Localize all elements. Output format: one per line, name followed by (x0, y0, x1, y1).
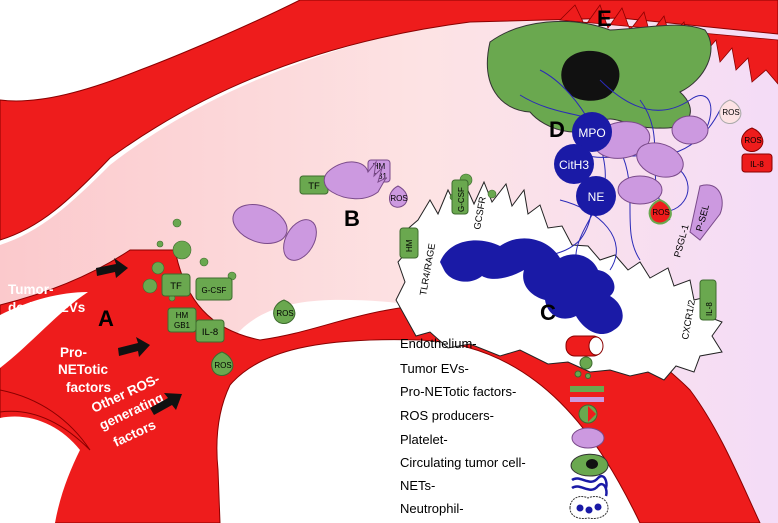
ros-label-2: ROS (276, 309, 293, 318)
hmgb1-factor (167, 307, 197, 333)
legend-platelet-label: Platelet- (400, 432, 448, 447)
pro-netotic-icon (570, 386, 604, 402)
net-proteins: MPO CitH3 NE (554, 112, 616, 216)
vessel-branch-gap-2 (0, 416, 80, 523)
input-arrows (96, 258, 182, 415)
gcsf-receptor-ligand: G-CSF (457, 187, 466, 212)
legend-ros-producers-label: ROS producers- (400, 408, 494, 423)
hmgb1-platelet-top: HM (373, 162, 386, 171)
ros-label-5: ROS (722, 108, 739, 117)
ros-drop-4 (648, 198, 672, 225)
section-letters: A B C D E (98, 6, 612, 331)
arrow-tumor-evs (96, 258, 128, 278)
gcsf-bound (451, 179, 469, 215)
ne-circle (576, 176, 616, 216)
gcsf-factor (195, 277, 233, 301)
legend-tumor-cell-label: Circulating tumor cell- (400, 455, 526, 470)
arrow-ros (150, 393, 182, 415)
pro-netotic-label-2: NETotic (58, 362, 108, 377)
endothelium-icon (565, 335, 604, 357)
tf-label: TF (170, 281, 182, 292)
platelet-2 (283, 219, 317, 261)
legend-endothelium-label: Endothelium- (400, 336, 477, 351)
pro-netotic-factors: TF G-CSF HM GB1 IL-8 TF HM GB1 (161, 159, 391, 343)
platelets (232, 160, 388, 261)
psgl1-receptor (689, 184, 723, 241)
letter-d: D (549, 117, 565, 142)
ros-label-1: ROS (214, 361, 231, 370)
tumor-cell-nucleus (561, 50, 620, 101)
hmgb1-bound (399, 227, 419, 259)
il8-factor (195, 319, 225, 343)
ros-label-6: ROS (744, 136, 761, 145)
platelet-activated (323, 160, 388, 200)
nets-icon (571, 474, 608, 497)
tumor-evs-icon (574, 356, 593, 379)
arrow-pro-netotic (118, 337, 150, 357)
legend-tumor-evs-label: Tumor EVs- (400, 361, 469, 376)
legend-nets-label: NETs- (400, 478, 435, 493)
gcsf-label: G-CSF (202, 286, 227, 295)
vessel-wall-upper (0, 0, 778, 241)
letter-c: C (540, 300, 556, 325)
tf-factor (161, 273, 191, 297)
ne-label: NE (588, 190, 605, 204)
legend-neutrophil-label: Neutrophil- (400, 501, 464, 516)
ros-label-3: ROS (390, 194, 407, 203)
tumor-evs-label-1: Tumor- (8, 282, 54, 297)
letter-a: A (98, 306, 114, 331)
vessel-branch-gap (0, 292, 88, 368)
cith3-label: CitH3 (559, 158, 589, 172)
platelet-1 (232, 204, 288, 244)
tf-platelet-label: TF (308, 181, 320, 192)
ros-producer-icon (578, 404, 598, 424)
circulating-tumor-cell (486, 20, 712, 133)
il8-endothelial-label: IL-8 (750, 160, 764, 169)
neutrophil-nucleus (440, 238, 623, 335)
hmgb1-label-top: HM (176, 311, 189, 320)
mpo-circle (572, 112, 612, 152)
legend: Endothelium- Tumor EVs- Pro-NETotic fact… (400, 335, 609, 519)
il8-receptor-ligand (699, 279, 717, 321)
hmgb1-receptor-top: HM (405, 239, 414, 252)
ros-label-4: ROS (652, 208, 669, 217)
pro-netotic-label-1: Pro- (60, 345, 87, 360)
ros-drop-1 (211, 351, 234, 376)
mpo-label: MPO (578, 126, 605, 140)
il8-endothelial (741, 153, 773, 173)
il8-label: IL-8 (202, 327, 218, 338)
platelet-icon (571, 427, 605, 449)
letter-b: B (344, 206, 360, 231)
neutrophil-icon (569, 495, 609, 519)
tumor-evs-label-2: derived EVs (8, 300, 85, 315)
pro-netotic-label-3: factors (66, 380, 111, 395)
cith3-circle (554, 144, 594, 184)
il8-receptor-label: IL-8 (705, 302, 714, 316)
ros-drop-3 (389, 185, 408, 208)
legend-pro-netotic-label: Pro-NETotic factors- (400, 384, 516, 399)
ros-producers: ROS ROS ROS ROS ROS ROS (211, 99, 764, 376)
tumor-cell-icon (570, 453, 609, 477)
ros-drop-6 (741, 127, 764, 152)
ros-drop-5 (719, 99, 742, 124)
hmgb1-label-bottom: GB1 (174, 321, 191, 330)
letter-e: E (597, 6, 612, 31)
ros-drop-2 (273, 299, 296, 324)
